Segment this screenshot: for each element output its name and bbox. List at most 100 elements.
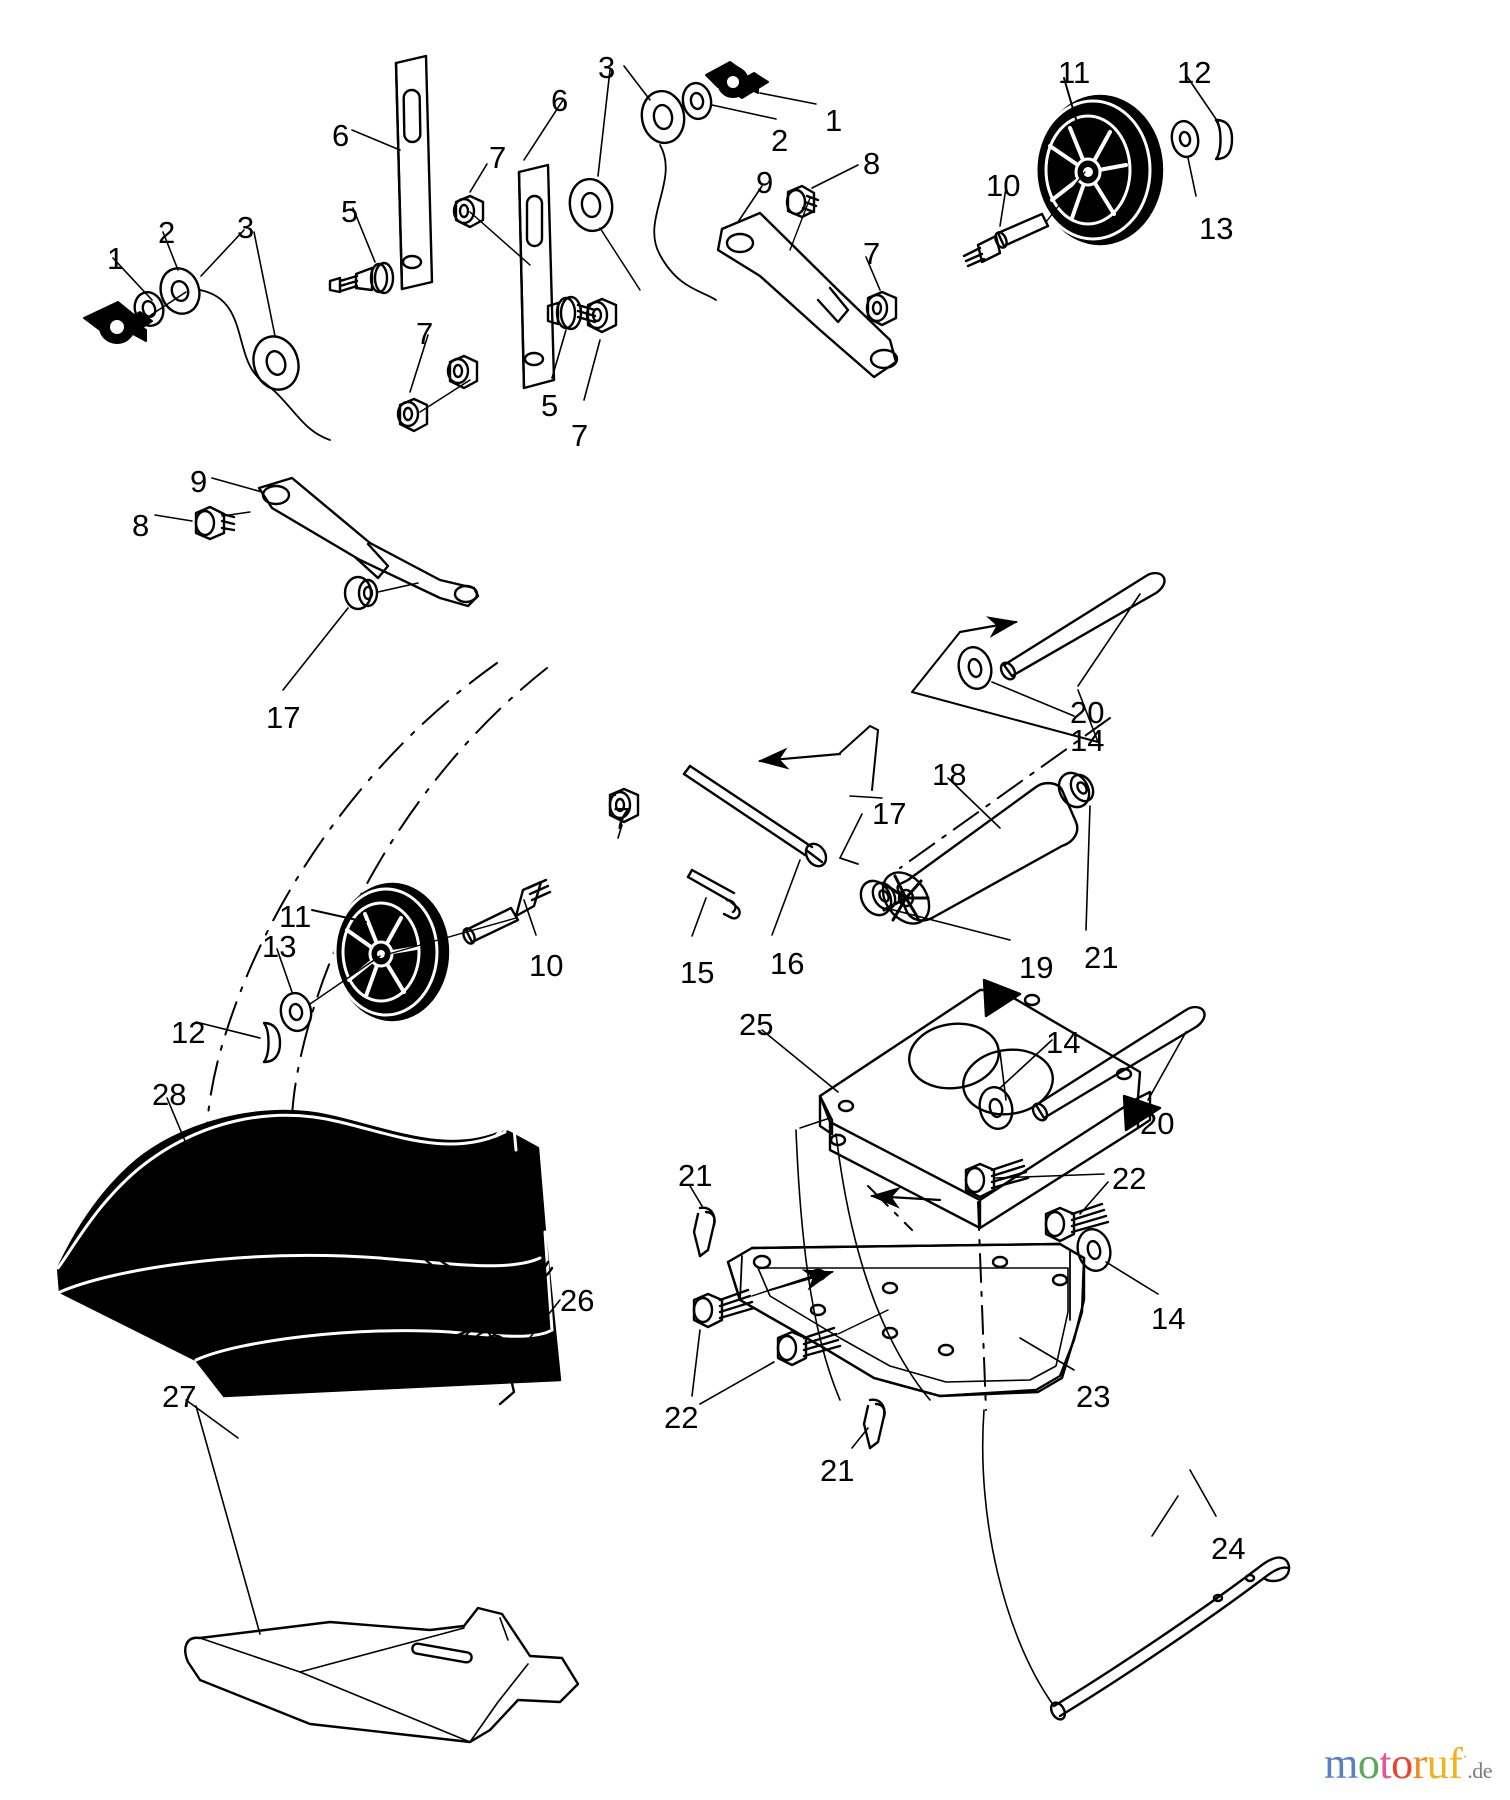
part-13-washer-upper [1170,119,1200,159]
part-9-support-arm-upper [716,211,899,379]
callout-small-washer-2: 2 [771,123,789,158]
part-11-wheel-lower [333,882,450,1022]
part-26-spring [406,1317,517,1406]
part-22-screw-b [776,1309,889,1367]
callout-flange-lock-nut-7: 7 [613,801,631,836]
part-3-washer-upper-right [640,89,686,145]
part-14-washer-upper [957,646,993,690]
part-8-bolt-left [194,505,251,541]
part-28-hinge-lugs [418,1102,544,1152]
callout-screw-22: 22 [664,1400,699,1435]
part-7-nut-arm-upper [865,290,898,327]
part-2-washer-left [133,291,165,327]
callout-flat-washer-3: 3 [598,50,616,85]
part-21-clip-left [692,1206,716,1258]
callout-bushing-17: 17 [266,700,301,735]
callout-washer-14: 14 [1046,1025,1081,1060]
part-14-washer-lowerframe [1076,1228,1112,1272]
part-1-wing-knob-left [83,301,153,344]
callout-flange-lock-nut-7: 7 [489,140,507,175]
callout-retaining-cap-12: 12 [171,1015,206,1050]
callout-wheel-bolt-axle-10: 10 [529,948,564,983]
part-6-bracket-right [517,163,556,390]
callout-flat-washer-3: 3 [237,210,255,245]
callout-small-washer-2: 2 [158,215,176,250]
callout-retaining-cap-12: 12 [1177,55,1212,90]
motoruf-watermark: motoruf·.de [1324,1742,1492,1786]
part-14-washer-midright [978,1086,1014,1130]
part-3-washer-mid [568,177,614,233]
callout-wheel-11: 11 [279,899,312,934]
callout-hex-bolt-8: 8 [132,508,150,543]
part-10-axle-upper [962,171,1086,268]
part-22-screw-c [964,1158,1030,1199]
part-17-bushing-left [343,575,379,611]
callout-spring-26: 26 [560,1283,595,1318]
part-10-axle-lower [384,878,552,956]
part-20-roller-rod-lower [1031,1005,1206,1122]
callout-wing-knob-1: 1 [107,241,125,276]
callout-deck-bracket-25: 25 [739,1007,774,1042]
callout-shoulder-bolt-5: 5 [541,388,559,423]
part-24-handle-tube [1049,1556,1291,1721]
watermark-letter: m [1324,1739,1358,1788]
callout-bracket-plate-6: 6 [332,118,350,153]
callout-shoulder-bolt-5: 5 [341,194,359,229]
callout-retaining-clip-21: 21 [1084,940,1119,975]
callout-roller-rod-20: 20 [1070,695,1105,730]
callout-flange-lock-nut-7: 7 [863,236,881,271]
callout-hex-bolt-8: 8 [863,146,881,181]
part-13-washer-lower [279,991,313,1033]
watermark-letter: o [1391,1739,1413,1788]
part-22-screw-d [1044,1202,1110,1243]
part-21-clip-bottom [862,1398,886,1450]
callout-wheel-11: 11 [1058,55,1091,90]
callout-washer-14: 14 [1070,723,1105,758]
part-2-washer-upper-right [681,81,713,121]
callout-support-arm-9: 9 [756,165,774,200]
part-22-screw-a [692,1273,819,1329]
callout-flange-lock-nut-7: 7 [571,418,589,453]
part-3-washer-left [159,267,201,315]
part-7-nut-lowerleft [396,397,429,433]
part-7-nut-pivot [608,787,640,824]
part-7-nut-mid [446,354,479,390]
callout-roller-bushing-19: 19 [1019,950,1054,985]
callout-hairpin-clip-15: 15 [680,955,715,990]
part-17-bushing-roller [849,795,883,799]
watermark-letter: f [1448,1739,1463,1788]
callout-deflector-27: 27 [162,1379,197,1414]
part-21-bushing-right [1057,771,1095,809]
callout-roller-18: 18 [932,757,967,792]
part-16-pivot-rod [682,764,828,868]
callout-washer-14: 14 [1151,1301,1186,1336]
callout-mulch-cover-28: 28 [152,1077,187,1112]
callout-screw-22: 22 [1112,1161,1147,1196]
part-12-cap-lower [262,1021,282,1064]
callout-washer-13: 13 [262,929,297,964]
part-8-bolt-upper [785,184,820,251]
callout-retaining-clip-21: 21 [820,1453,855,1488]
part-15-hairpin-clip [686,868,741,920]
callout-roller-rod-20: 20 [1140,1106,1175,1141]
part-3-washer-second [252,335,300,391]
watermark-dot: · [1462,1749,1468,1767]
callout-support-arm-9: 9 [190,464,208,499]
part-5-bolt-right [546,295,597,331]
callout-retaining-clip-21: 21 [678,1158,713,1193]
callout-flange-lock-nut-7: 7 [416,316,434,351]
watermark-suffix: .de [1467,1758,1492,1783]
part-27-deflector [184,1606,580,1744]
part-28-mulch-cover [56,1109,562,1398]
part-5-bolt-left [328,261,395,295]
callout-washer-13: 13 [1199,211,1234,246]
part-11-wheel-upper [1034,94,1164,246]
part-9-support-arm-left [257,476,480,608]
part-19-bushing-left [859,879,897,917]
watermark-letter: o [1357,1739,1380,1788]
part-1-wing-knob-right [705,61,769,99]
watermark-letter: r [1412,1739,1428,1788]
callout-u-frame-23: 23 [1076,1379,1111,1414]
